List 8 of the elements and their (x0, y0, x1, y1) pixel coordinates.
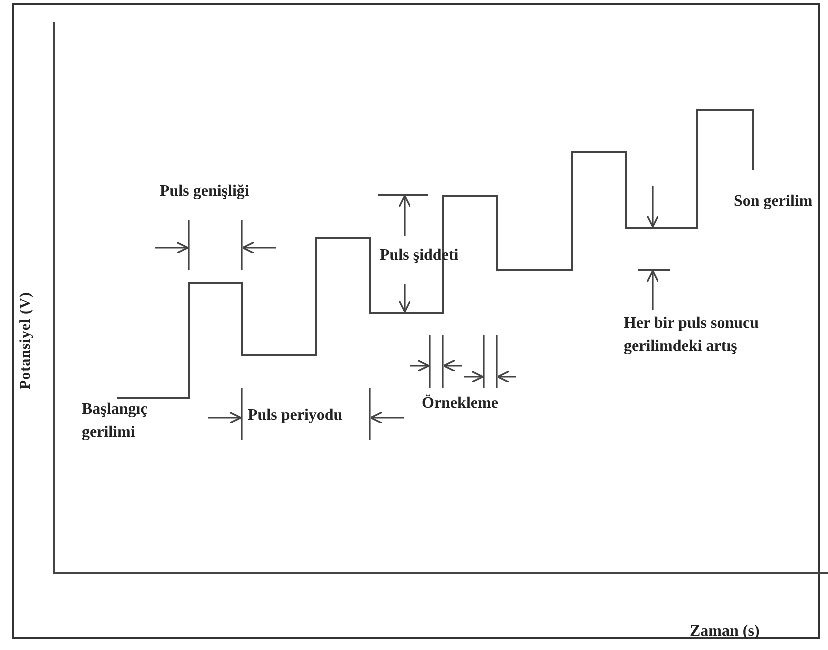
axis-title: Potansiyel (V) (16, 292, 35, 390)
annotation-label: Başlangıç gerilimi (82, 400, 149, 444)
annotation-label: Puls genişliği (160, 182, 250, 202)
annotation-label: Puls periyodu (248, 406, 343, 426)
annotation-label: Her bir puls sonucu gerilimdeki artış (624, 314, 759, 358)
axis-title: Zaman (s) (690, 622, 760, 642)
annotation-label: Örnekleme (422, 394, 498, 414)
annotation-label: Son gerilim (734, 192, 813, 212)
